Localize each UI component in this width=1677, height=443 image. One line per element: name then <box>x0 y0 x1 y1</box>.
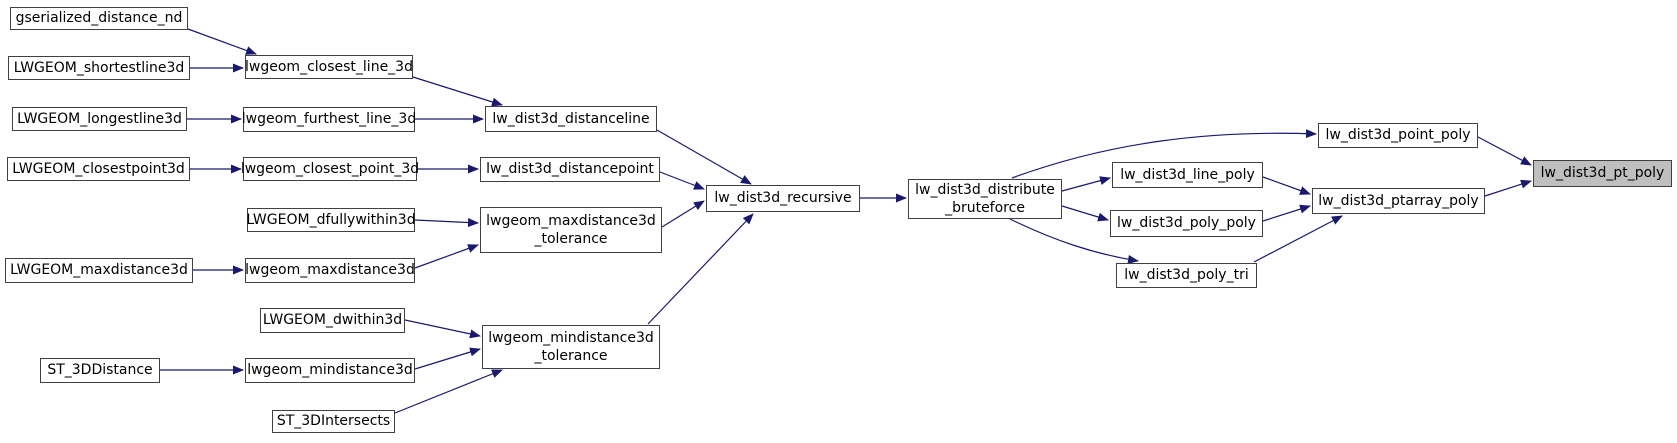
edge-lwgeom_maxdistance3d_tolerance-to-lw_dist3d_recursive <box>661 200 705 228</box>
node-lw_dist3d_ptarray_poly[interactable]: lw_dist3d_ptarray_poly <box>1312 188 1485 214</box>
node-lwgeom_closest_point_3d[interactable]: lwgeom_closest_point_3d <box>240 157 420 181</box>
node-LWGEOM_longestline3d[interactable]: LWGEOM_longestline3d <box>12 107 187 131</box>
node-ST_3DDistance[interactable]: ST_3DDistance <box>40 358 160 383</box>
edge-lwgeom_mindistance3d-to-lwgeom_mindistance3d_tolerance <box>414 347 481 370</box>
edge-lw_dist3d_ptarray_poly-to-lw_dist3d_pt_poly <box>1484 179 1532 197</box>
node-lw_dist3d_pt_poly[interactable]: lw_dist3d_pt_poly <box>1533 160 1672 187</box>
edge-lw_dist3d_distribute_bruteforce-to-lw_dist3d_poly_poly <box>1061 205 1109 222</box>
node-label: _tolerance <box>534 231 608 247</box>
edge-LWGEOM_dwithin3d-to-lwgeom_mindistance3d_tolerance <box>404 319 481 339</box>
node-label: lwgeom_closest_line_3d <box>245 58 413 75</box>
node-label: lwgeom_maxdistance3d <box>486 212 656 229</box>
edge-lw_dist3d_distribute_bruteforce-to-lw_dist3d_point_poly <box>1011 129 1317 179</box>
edge-lw_dist3d_distribute_bruteforce-to-lw_dist3d_poly_tri <box>1009 218 1139 264</box>
node-label: _bruteforce <box>945 200 1025 216</box>
edge-lwgeom_maxdistance3d-to-lwgeom_maxdistance3d_tolerance <box>414 244 479 269</box>
node-label: LWGEOM_longestline3d <box>17 110 182 127</box>
node-label: LWGEOM_closestpoint3d <box>12 160 185 177</box>
node-label: lw_dist3d_distribute <box>915 181 1055 198</box>
node-LWGEOM_maxdistance3d[interactable]: LWGEOM_maxdistance3d <box>5 258 193 283</box>
node-LWGEOM_closestpoint3d[interactable]: LWGEOM_closestpoint3d <box>7 157 190 181</box>
node-label: ST_3DIntersects <box>276 413 391 430</box>
node-ST_3DIntersects[interactable]: ST_3DIntersects <box>272 410 395 433</box>
node-label: lw_dist3d_poly_poly <box>1117 215 1256 232</box>
node-label: lw_dist3d_poly_tri <box>1124 267 1249 284</box>
node-lw_dist3d_recursive[interactable]: lw_dist3d_recursive <box>706 185 860 212</box>
node-label: LWGEOM_dwithin3d <box>262 312 403 329</box>
node-label: ST_3DDistance <box>47 362 153 379</box>
node-lwgeom_closest_line_3d[interactable]: lwgeom_closest_line_3d <box>245 55 413 79</box>
node-label: lwgeom_mindistance3d <box>247 362 413 379</box>
edge-ST_3DIntersects-to-lwgeom_mindistance3d_tolerance <box>394 369 503 414</box>
edge-gserialized_distance_nd-to-lwgeom_closest_line_3d <box>187 28 257 55</box>
node-label: lw_dist3d_line_poly <box>1120 166 1255 183</box>
node-lwgeom_furthest_line_3d[interactable]: lwgeom_furthest_line_3d <box>241 107 417 132</box>
edge-lw_dist3d_poly_poly-to-lw_dist3d_ptarray_poly <box>1262 204 1311 222</box>
node-label: lw_dist3d_pt_poly <box>1540 165 1665 182</box>
node-label: gserialized_distance_nd <box>15 10 183 27</box>
node-lw_dist3d_line_poly[interactable]: lw_dist3d_line_poly <box>1112 162 1263 188</box>
edge-lw_dist3d_poly_tri-to-lw_dist3d_ptarray_poly <box>1253 215 1343 263</box>
edge-lw_dist3d_distanceline-to-lw_dist3d_recursive <box>656 129 752 185</box>
node-label: LWGEOM_maxdistance3d <box>10 262 188 279</box>
node-lwgeom_maxdistance3d[interactable]: lwgeom_maxdistance3d <box>245 258 415 283</box>
node-lw_dist3d_poly_poly[interactable]: lw_dist3d_poly_poly <box>1110 210 1263 237</box>
node-label: lwgeom_closest_point_3d <box>240 160 420 177</box>
edge-lw_dist3d_distribute_bruteforce-to-lw_dist3d_line_poly <box>1061 176 1111 192</box>
edge-lw_dist3d_point_poly-to-lw_dist3d_pt_poly <box>1477 136 1532 166</box>
node-label: _tolerance <box>534 348 608 364</box>
node-lw_dist3d_poly_tri[interactable]: lw_dist3d_poly_tri <box>1116 263 1257 288</box>
node-lw_dist3d_distanceline[interactable]: lw_dist3d_distanceline <box>485 106 657 132</box>
node-lwgeom_mindistance3d[interactable]: lwgeom_mindistance3d <box>245 358 415 383</box>
node-label: lw_dist3d_point_poly <box>1325 127 1471 144</box>
node-label: lwgeom_mindistance3d <box>488 329 654 346</box>
node-label: LWGEOM_dfullywithin3d <box>246 211 416 228</box>
node-lw_dist3d_point_poly[interactable]: lw_dist3d_point_poly <box>1318 123 1478 148</box>
node-lw_dist3d_distancepoint[interactable]: lw_dist3d_distancepoint <box>480 157 660 182</box>
node-LWGEOM_shortestline3d[interactable]: LWGEOM_shortestline3d <box>8 56 190 80</box>
node-label: lwgeom_furthest_line_3d <box>241 111 417 128</box>
edge-LWGEOM_dfullywithin3d-to-lwgeom_maxdistance3d_tolerance <box>414 218 479 228</box>
node-label: lw_dist3d_distanceline <box>492 110 650 127</box>
node-gserialized_distance_nd[interactable]: gserialized_distance_nd <box>10 7 188 30</box>
node-lwgeom_maxdistance3d_tolerance[interactable]: lwgeom_maxdistance3d _tolerance <box>480 207 662 253</box>
node-label: lw_dist3d_ptarray_poly <box>1318 192 1479 209</box>
edge-lw_dist3d_line_poly-to-lw_dist3d_ptarray_poly <box>1262 176 1311 195</box>
node-lwgeom_mindistance3d_tolerance[interactable]: lwgeom_mindistance3d _tolerance <box>482 325 660 369</box>
edge-lwgeom_mindistance3d_tolerance-to-lw_dist3d_recursive <box>647 213 754 325</box>
edge-lw_dist3d_distancepoint-to-lw_dist3d_recursive <box>659 171 705 190</box>
node-LWGEOM_dwithin3d[interactable]: LWGEOM_dwithin3d <box>260 308 405 333</box>
node-label: lw_dist3d_recursive <box>714 190 852 207</box>
node-LWGEOM_dfullywithin3d[interactable]: LWGEOM_dfullywithin3d <box>246 208 416 232</box>
node-lw_dist3d_distribute_bruteforce[interactable]: lw_dist3d_distribute _bruteforce <box>908 179 1062 219</box>
node-label: LWGEOM_shortestline3d <box>13 59 185 76</box>
node-label: lw_dist3d_distancepoint <box>486 161 654 178</box>
node-label: lwgeom_maxdistance3d <box>245 262 415 279</box>
edge-lwgeom_closest_line_3d-to-lw_dist3d_distanceline <box>412 76 503 107</box>
